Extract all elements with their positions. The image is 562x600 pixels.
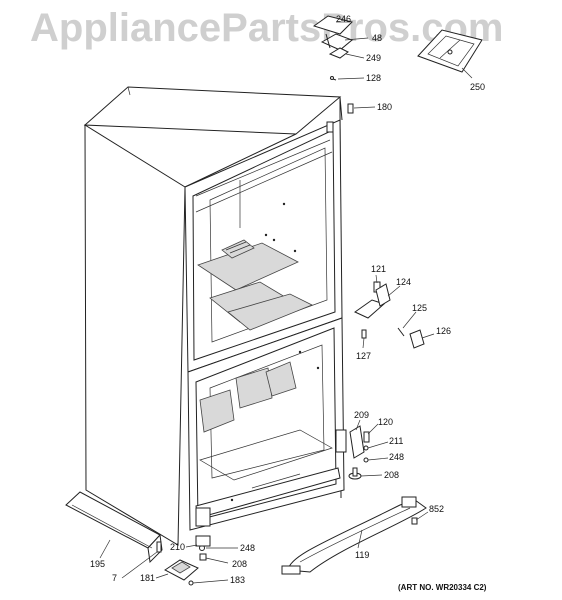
- callout-183: 183: [230, 575, 245, 585]
- freezer-handle: [281, 496, 427, 575]
- callout-124: 124: [396, 277, 411, 287]
- leader-lines: [99, 21, 473, 584]
- top-hinge-assembly: [312, 15, 483, 81]
- callout-248-lower: 248: [240, 543, 255, 553]
- callout-7: 7: [112, 573, 117, 583]
- callout-852: 852: [429, 504, 444, 514]
- art-number: (ART NO. WR20334 C2): [398, 583, 487, 592]
- callout-125: 125: [412, 303, 427, 313]
- callout-210: 210: [170, 542, 185, 552]
- callout-250: 250: [470, 82, 485, 92]
- callout-121: 121: [371, 264, 386, 274]
- callout-209: 209: [354, 410, 369, 420]
- callout-211: 211: [389, 436, 403, 446]
- callout-195: 195: [90, 559, 105, 569]
- callout-119: 119: [355, 550, 369, 560]
- callout-126: 126: [436, 326, 451, 336]
- callout-181: 181: [140, 573, 155, 583]
- callout-labels: 246 48 249 128 250 180 121 124 125 126 1…: [90, 14, 485, 585]
- freezer-compartment: [187, 317, 347, 531]
- fresh-food-compartment: [184, 119, 343, 373]
- callout-248-upper: 248: [389, 452, 404, 462]
- kick-plate: [65, 491, 163, 564]
- callout-180: 180: [377, 102, 392, 112]
- center-hinge-parts: [347, 103, 425, 525]
- callout-246: 246: [336, 14, 351, 24]
- cabinet: [83, 86, 343, 546]
- callout-208-upper: 208: [384, 470, 399, 480]
- callout-127: 127: [356, 351, 371, 361]
- callout-128: 128: [366, 73, 381, 83]
- callout-120: 120: [378, 417, 393, 427]
- bottom-hinge: [164, 535, 211, 586]
- callout-48: 48: [372, 33, 382, 43]
- callout-208-lower: 208: [232, 559, 247, 569]
- callout-249: 249: [366, 53, 381, 63]
